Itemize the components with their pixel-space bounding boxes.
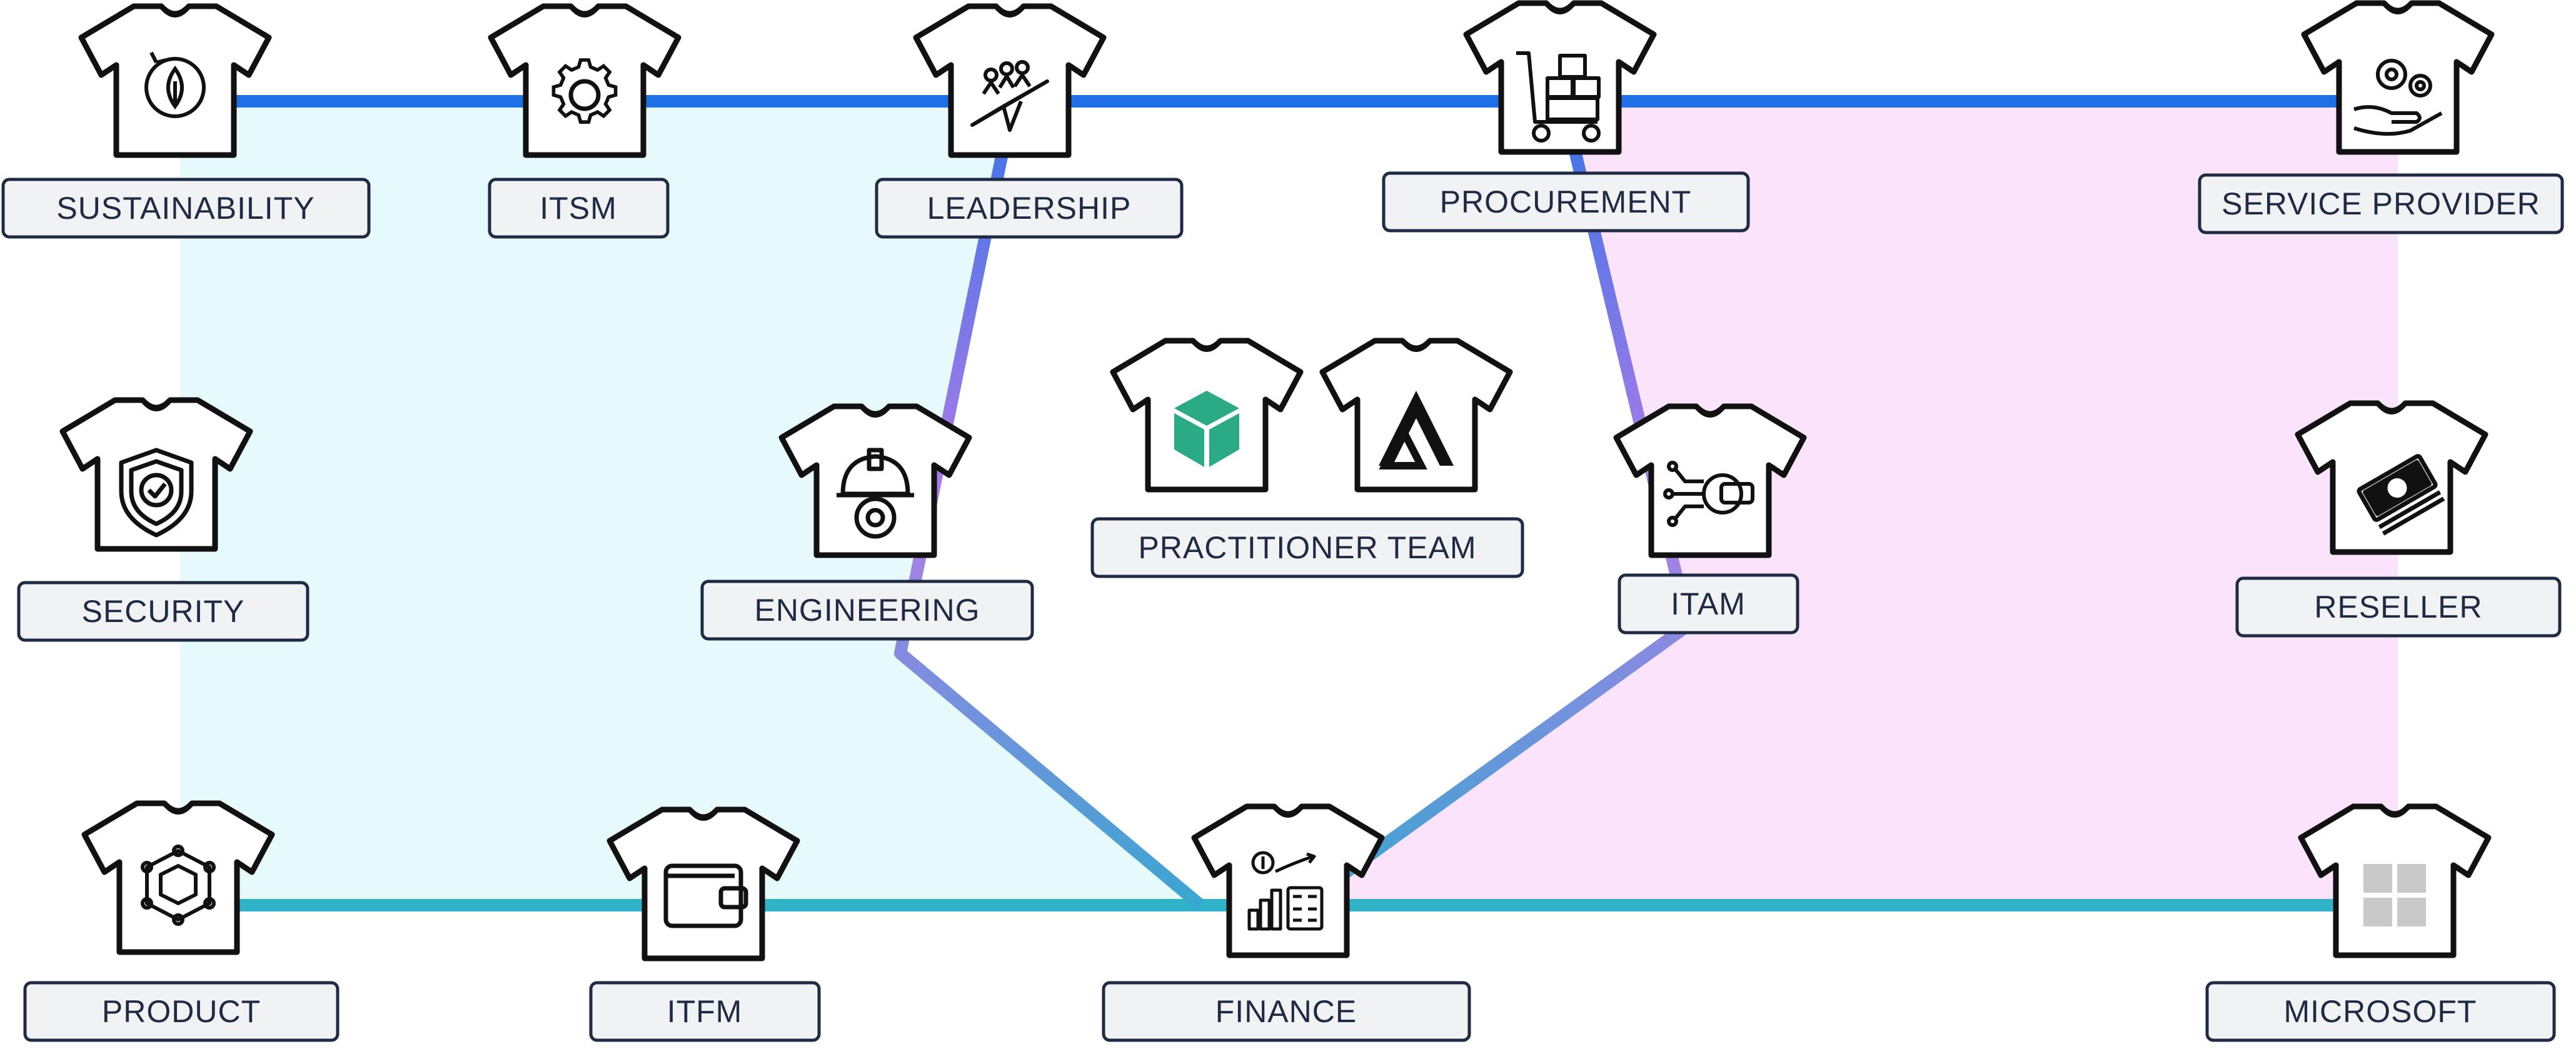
shirt-sustainability	[81, 6, 269, 155]
label-microsoft: MICROSOFT	[2205, 981, 2556, 1042]
money-bills-icon	[2357, 454, 2445, 536]
label-text-procurement: PROCUREMENT	[1440, 184, 1692, 219]
label-service-provider: SERVICE PROVIDER	[2198, 173, 2564, 234]
label-leadership: LEADERSHIP	[875, 178, 1184, 239]
wallet-icon	[663, 863, 748, 928]
shirt-service-provider	[2304, 3, 2492, 152]
shirt-microsoft	[2301, 806, 2488, 955]
label-reseller: RESELLER	[2235, 576, 2562, 638]
label-engineering: ENGINEERING	[700, 580, 1034, 641]
shirt-security	[63, 400, 250, 549]
label-itam: ITAM	[1618, 573, 1799, 635]
label-text-itsm: ITSM	[540, 191, 616, 226]
label-text-sustainability: SUSTAINABILITY	[56, 191, 314, 226]
label-text-finance: FINANCE	[1215, 994, 1357, 1029]
triangle-logo-icon	[1379, 391, 1454, 469]
circuit-chip-icon	[1663, 461, 1754, 527]
label-text-product: PRODUCT	[102, 994, 261, 1029]
label-itfm: ITFM	[589, 981, 821, 1042]
shirt-itfm	[610, 810, 797, 958]
shirt-leadership	[916, 6, 1104, 155]
label-sustainability: SUSTAINABILITY	[1, 178, 371, 239]
label-practitioner-team: PRACTITIONER TEAM	[1090, 517, 1524, 578]
label-text-engineering: ENGINEERING	[754, 593, 980, 628]
label-text-reseller: RESELLER	[2314, 590, 2482, 625]
leaf-recycle-icon	[144, 51, 206, 118]
label-text-itfm: ITFM	[667, 994, 743, 1029]
shirt-procurement	[1466, 3, 1654, 152]
hardhat-gear-icon	[837, 448, 914, 539]
gear-icon	[551, 58, 618, 124]
label-itsm: ITSM	[488, 178, 670, 239]
shield-check-icon	[119, 448, 194, 538]
shirt-itam	[1616, 406, 1804, 555]
shirt-itsm	[491, 6, 678, 155]
windows-logo-icon	[2363, 864, 2426, 926]
label-security: SECURITY	[17, 581, 309, 642]
shirt-reseller	[2298, 403, 2485, 552]
network-box-icon	[141, 845, 216, 926]
shirt-engineering	[782, 406, 969, 555]
label-finance: FINANCE	[1102, 981, 1471, 1042]
edge-leadership-engineering-finance	[894, 100, 1205, 910]
shirt-finance	[1194, 806, 1382, 955]
label-text-itam: ITAM	[1671, 586, 1746, 621]
shirt-practitioner-triangle	[1322, 341, 1510, 489]
label-product: PRODUCT	[23, 981, 340, 1042]
label-text-microsoft: MICROSOFT	[2284, 994, 2477, 1029]
shirt-practitioner-cube	[1113, 341, 1301, 489]
label-text-leadership: LEADERSHIP	[927, 191, 1132, 226]
shirt-product	[84, 803, 272, 952]
hand-truck-boxes-icon	[1516, 51, 1601, 143]
hand-gears-icon	[2353, 59, 2443, 136]
right-region	[1301, 101, 2398, 905]
label-text-practitioner-team: PRACTITIONER TEAM	[1138, 530, 1476, 565]
green-cube-icon	[1174, 391, 1239, 467]
left-region	[180, 101, 1200, 905]
label-text-security: SECURITY	[82, 594, 245, 629]
label-text-service-provider: SERVICE PROVIDER	[2221, 186, 2540, 221]
paper-plane-team-icon	[970, 60, 1049, 132]
finance-chart-calculator-icon	[1247, 851, 1324, 931]
label-procurement: PROCUREMENT	[1382, 171, 1750, 233]
